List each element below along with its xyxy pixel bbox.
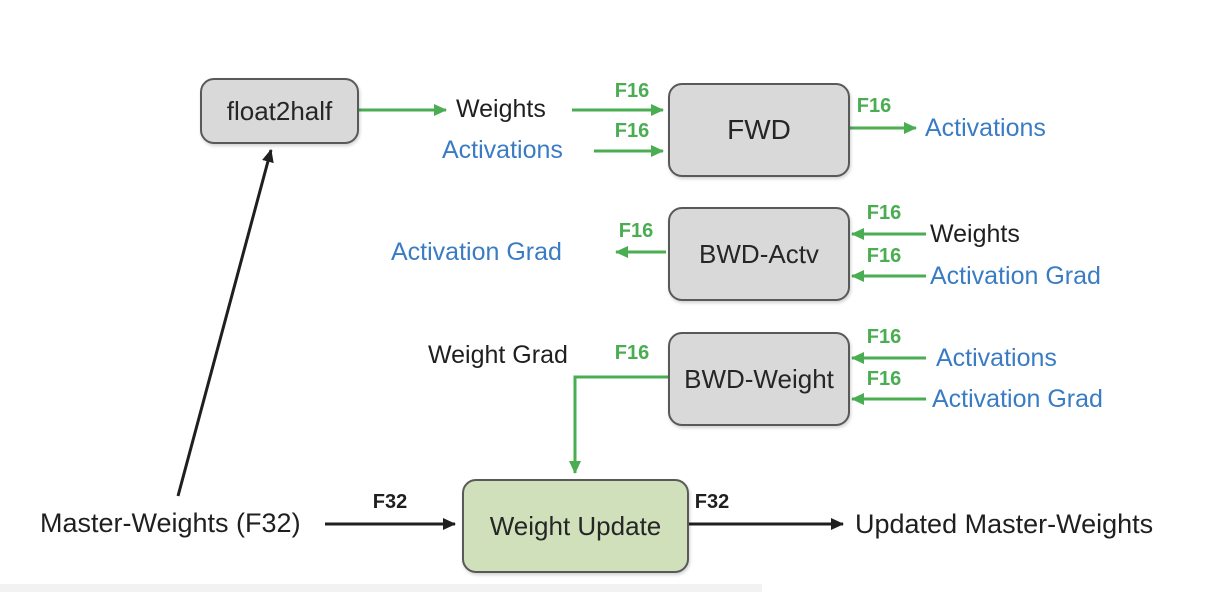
label-weight-grad-out: Weight Grad bbox=[428, 341, 568, 369]
label-updated-master-weights: Updated Master-Weights bbox=[855, 509, 1154, 539]
f16-badge-activation-grad-bwdweight: F16 bbox=[866, 368, 902, 390]
arrow-bwdweight-to-weight-update bbox=[569, 375, 668, 474]
label-activations-bwdweight-in: Activations bbox=[936, 344, 1057, 372]
node-weight-update: Weight Update bbox=[462, 479, 689, 573]
f16-badge-bwdactv-out: F16 bbox=[618, 220, 654, 242]
arrow-master-weights-to-float2half bbox=[176, 149, 274, 497]
f16-badge-activation-grad-bwdactv: F16 bbox=[866, 245, 902, 267]
f16-badge-fwd-out: F16 bbox=[856, 95, 892, 117]
node-float2half: float2half bbox=[200, 78, 359, 144]
label-activation-grad-bwdweight-in: Activation Grad bbox=[932, 385, 1103, 413]
label-activation-grad-bwdactv-in: Activation Grad bbox=[930, 262, 1101, 290]
f16-badge-activations-bwdweight: F16 bbox=[866, 326, 902, 348]
bottom-edge-strip bbox=[0, 584, 762, 592]
node-fwd: FWD bbox=[668, 83, 850, 177]
f16-badge-weights-bwdactv: F16 bbox=[866, 202, 902, 224]
node-bwd-actv: BWD-Actv bbox=[668, 207, 850, 301]
label-weights-bwdactv-in: Weights bbox=[930, 220, 1020, 248]
label-master-weights: Master-Weights (F32) bbox=[40, 508, 301, 538]
node-bwd-weight: BWD-Weight bbox=[668, 332, 850, 426]
label-activations-fwd-in: Activations bbox=[442, 136, 563, 164]
f16-badge-bwdweight-out: F16 bbox=[614, 342, 650, 364]
f32-badge-weight-update-in: F32 bbox=[372, 491, 408, 513]
f16-badge-activations-fwd: F16 bbox=[614, 120, 650, 142]
label-activations-fwd-out: Activations bbox=[925, 114, 1046, 142]
label-weights-fwd-in: Weights bbox=[456, 95, 546, 123]
label-activation-grad-bwdactv-out: Activation Grad bbox=[391, 238, 562, 266]
f16-badge-weights-fwd: F16 bbox=[614, 80, 650, 102]
f32-badge-weight-update-out: F32 bbox=[694, 491, 730, 513]
